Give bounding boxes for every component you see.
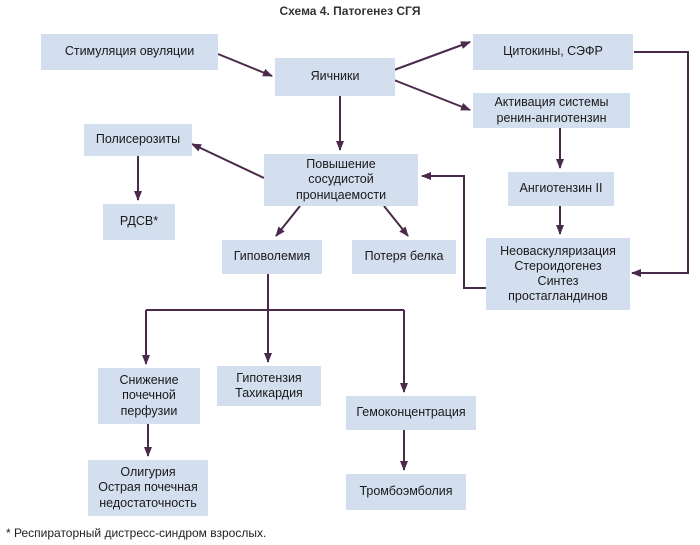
arrow-perm-protein [383,205,409,237]
node-ovulation-stimulation: Стимуляция овуляции [41,34,218,70]
node-cytokines: Цитокины, СЭФР [473,34,633,70]
node-hemoconcentration: Гемоконцентрация [346,396,476,430]
arrow-neo-perm [421,172,486,289]
arrow-cytokines-neo [631,51,689,277]
diagram-title: Схема 4. Патогенез СГЯ [279,4,421,18]
arrow-perm-hypovol [275,205,301,237]
node-renal-perfusion: Снижение почечной перфузии [98,368,200,424]
footnote: * Респираторный дистресс-синдром взрослы… [6,526,267,540]
arrow-ovaries-ras [393,79,471,111]
node-oliguria: Олигурия Острая почечная недостаточность [88,460,208,516]
node-polyserositis: Полисерозиты [84,124,192,156]
arrow-perm-polys [191,143,265,179]
node-protein-loss: Потеря белка [352,240,456,274]
node-hypovolemia: Гиповолемия [222,240,322,274]
arrow-stim-ovaries [217,53,273,77]
node-vascular-permeability: Повышение сосудистой проницаемости [264,154,418,206]
arrow-ovaries-cytokines [393,41,471,71]
node-rdsv: РДСВ* [103,204,175,240]
node-neovascularization: Неоваскуляризация Стероидогенез Синтез п… [486,238,630,310]
node-angiotensin: Ангиотензин II [508,172,614,206]
node-thromboembolism: Тромбоэмболия [346,474,466,510]
node-ovaries: Яичники [275,58,395,96]
